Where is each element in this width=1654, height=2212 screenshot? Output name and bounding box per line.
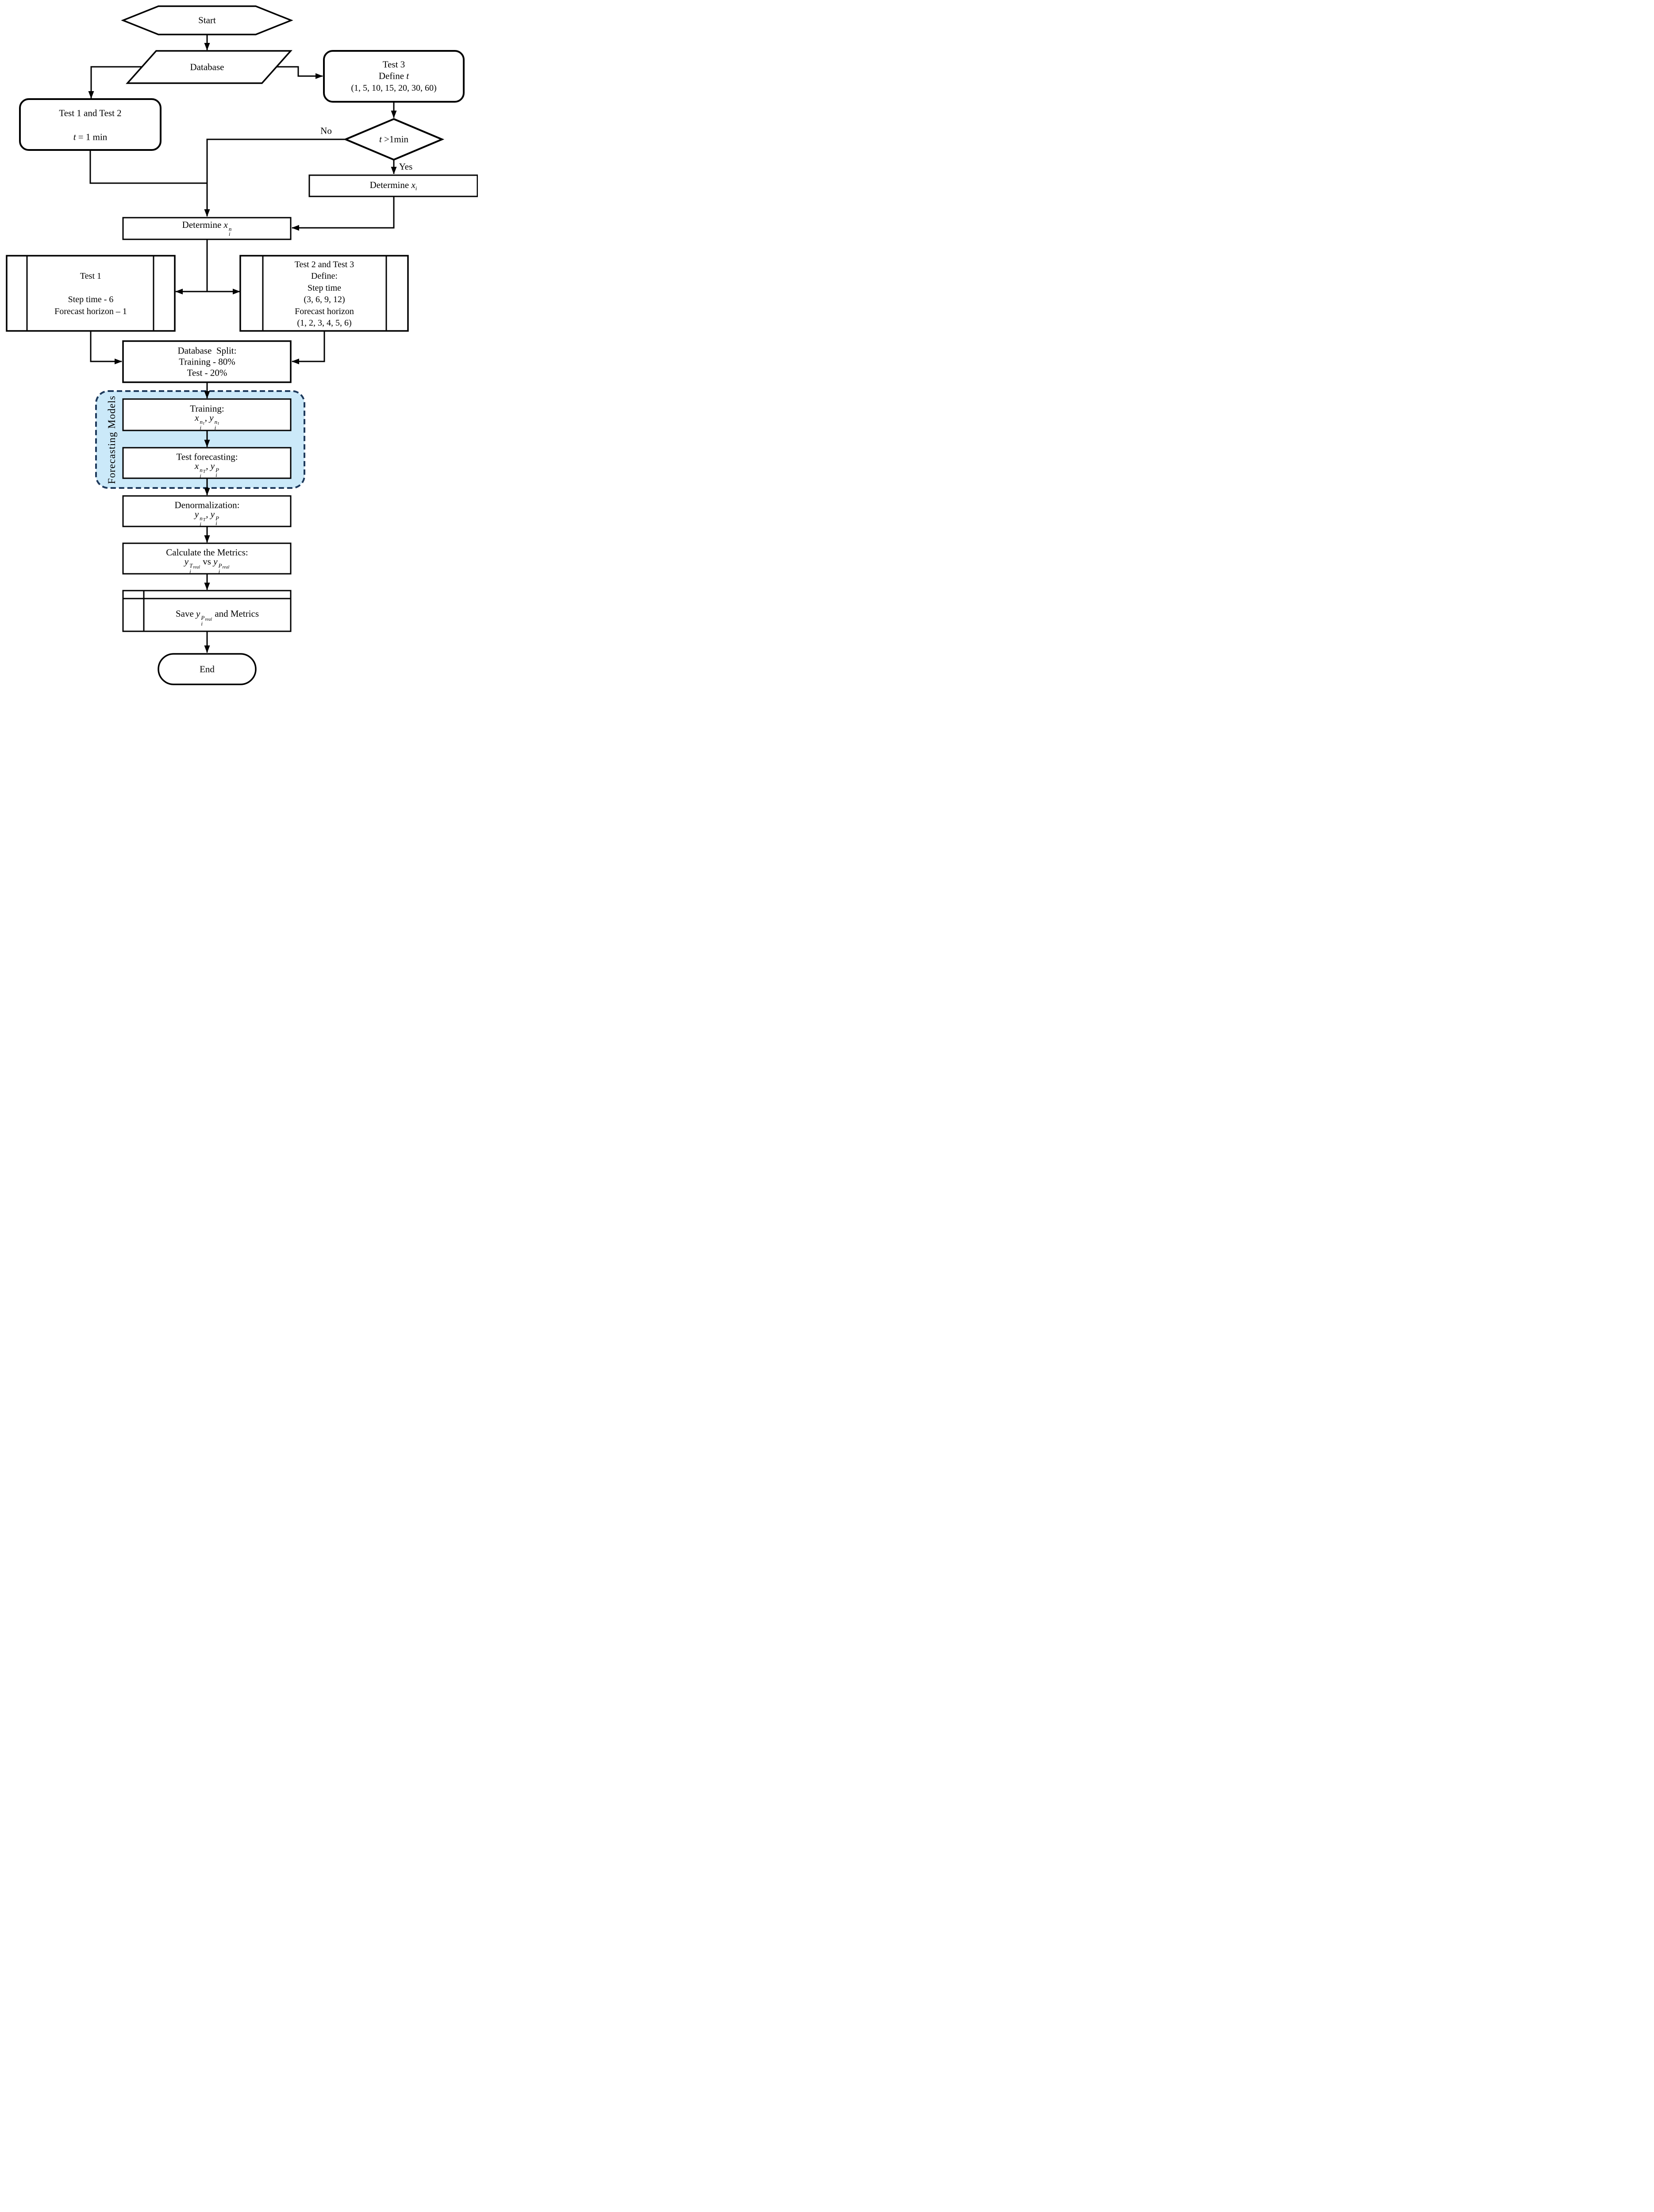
node-test3-line3: (1, 5, 10, 15, 20, 30, 60) — [351, 83, 437, 93]
node-dbsplit-line3: Test - 20% — [187, 367, 227, 378]
node-test23-line2: Define: — [311, 271, 338, 281]
edge-test1-dbsplit — [90, 331, 122, 365]
edge-label-no: No — [320, 125, 332, 136]
node-training-shape — [122, 398, 292, 431]
node-denorm-title: Denormalization: — [174, 499, 240, 511]
node-end-label: End — [200, 664, 215, 675]
node-test23-line4: (3, 6, 9, 12) — [304, 295, 345, 304]
edge-decision-no — [204, 138, 346, 217]
edge-test23-dbsplit — [292, 331, 325, 365]
node-dbsplit-shape — [122, 340, 292, 383]
node-decision-label: t >1min — [379, 134, 409, 145]
node-test1-line2: Step time - 6 — [68, 295, 114, 304]
edge-test12-out — [89, 150, 207, 184]
node-test1-line1: Test 1 — [80, 271, 102, 281]
node-metrics-title: Calculate the Metrics: — [166, 547, 248, 558]
node-testfc-shape — [122, 447, 292, 479]
node-test3-line1: Test 3 — [382, 59, 405, 70]
node-test23-line6: (1, 2, 3, 4, 5, 6) — [297, 318, 352, 328]
node-metrics-shape — [122, 542, 292, 575]
node-test3-shape — [323, 50, 465, 103]
forecasting-models-label: Forecasting Models — [106, 395, 117, 484]
node-test1-line3: Forecast horizon – 1 — [54, 307, 127, 316]
edge-determine-xi-out — [292, 196, 395, 231]
flowchart-shapes — [6, 5, 478, 685]
node-testfc-title: Test forecasting: — [176, 451, 238, 462]
node-denorm-shape — [122, 495, 292, 527]
node-determine-xi-label: Determine xi — [369, 179, 417, 192]
node-test12-line1: Test 1 and Test 2 — [59, 108, 122, 119]
node-database-label: Database — [190, 61, 224, 73]
node-test23-line5: Forecast horizon — [295, 307, 354, 316]
node-dbsplit-line2: Training - 80% — [179, 356, 235, 367]
node-test1-shape — [6, 255, 176, 332]
node-decision-shape — [343, 118, 445, 161]
node-determine-xi-shape — [308, 174, 478, 197]
node-test3-line2: Define t — [378, 70, 409, 81]
node-test12-line2: t = 1 min — [73, 131, 108, 142]
flowchart: Start Database Test 3 Define t (1, 5, 10… — [0, 0, 478, 687]
node-determine-xin-shape — [122, 217, 292, 240]
node-test23-line1: Test 2 and Test 3 — [294, 260, 354, 269]
edge-label-yes: Yes — [399, 161, 413, 172]
edge-database-test12 — [88, 66, 143, 99]
node-test23-line3: Step time — [307, 283, 342, 293]
node-database-shape — [126, 50, 292, 84]
node-dbsplit-line1: Database Split: — [177, 345, 237, 356]
node-test23-shape — [239, 255, 409, 332]
node-end-shape — [158, 653, 257, 685]
node-test12-shape — [19, 98, 162, 151]
node-start-shape — [121, 5, 293, 35]
node-save-shape — [122, 590, 292, 632]
node-training-title: Training: — [190, 403, 224, 414]
edge-database-test3 — [277, 66, 323, 79]
node-start-label: Start — [198, 15, 216, 26]
